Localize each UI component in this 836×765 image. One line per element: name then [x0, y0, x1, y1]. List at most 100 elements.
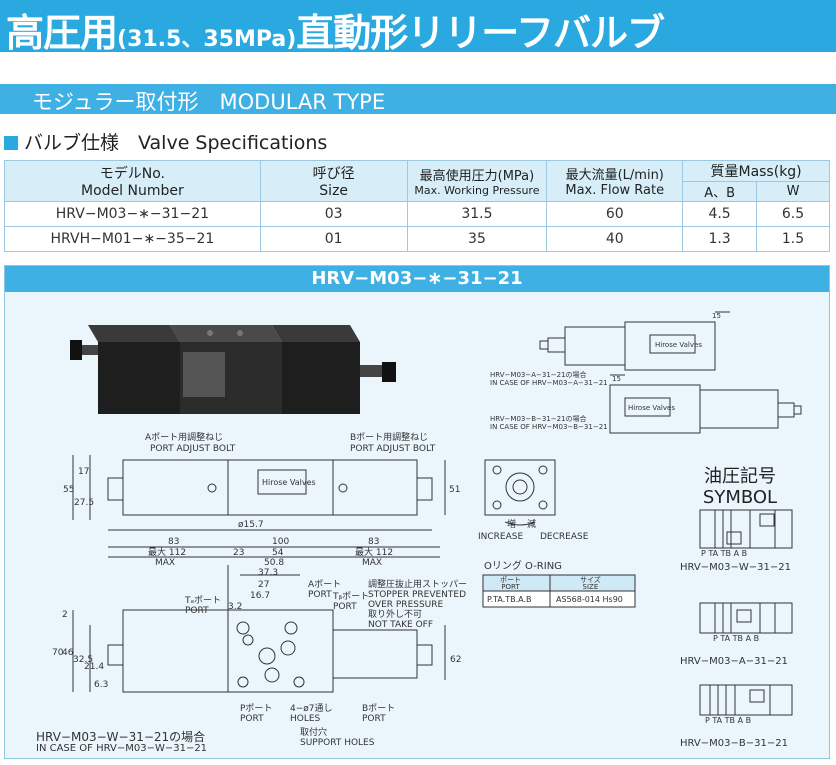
dim-21-4: 21.4 — [84, 662, 105, 672]
dim-16-7: 16.7 — [250, 591, 271, 601]
drawing-title: HRV−M03−∗−31−21 — [5, 266, 829, 292]
dim-2: 2 — [62, 610, 68, 620]
symbol-ports-w: P TA TB A B — [701, 549, 748, 558]
oring-table — [482, 574, 636, 608]
cell-flow: 40 — [546, 226, 684, 252]
valve-photo — [70, 325, 396, 414]
dim-32-5: 32.5 — [73, 655, 94, 665]
dim-6-3: 6.3 — [94, 680, 109, 690]
dim-27-5: 27.5 — [74, 498, 95, 508]
inc-jp: 増 — [507, 520, 517, 530]
a-port-bolt-jp: Aポート用調整ねじ — [145, 433, 224, 443]
cell-pressure: 31.5 — [406, 201, 548, 227]
page-title-bar: 高圧用(31.5、35MPa)直動形リリーフバルブ — [0, 0, 836, 55]
dim-3-2: 3.2 — [228, 602, 243, 612]
dim-55: 55 — [63, 485, 75, 495]
table-row: HRVH−M01−∗−35−21 01 35 40 1.3 1.5 — [4, 226, 830, 252]
spec-heading: バルブ仕様 Valve Specifications — [4, 128, 327, 155]
col-pressure: 最高使用圧力(MPa)Max. Working Pressure — [406, 160, 548, 202]
cell-model: HRVH−M01−∗−35−21 — [4, 226, 261, 252]
dim-max-a: MAX — [155, 558, 176, 568]
oring-title: Oリング O-RING — [484, 561, 562, 572]
front-view — [72, 455, 446, 558]
decrease-label: DECREASE — [540, 532, 589, 542]
oring-row-port: P.TA.TB.A.B — [487, 595, 532, 604]
increase-label: INCREASE — [478, 532, 524, 542]
dim-max-b: MAX — [362, 558, 383, 568]
dim-70: 70 — [52, 648, 64, 658]
dim-23: 23 — [233, 548, 245, 558]
col-mass-ab: A、B — [682, 181, 758, 202]
brand-label-b: Hirose Valves — [628, 404, 675, 412]
section-title: モジュラー取付形 MODULAR TYPE — [32, 90, 386, 114]
symbol-caption-a: HRV−M03−A−31−21 — [680, 656, 788, 667]
dim-17: 17 — [78, 467, 90, 477]
dim-37-3: 37.3 — [258, 568, 279, 578]
col-flow: 最大流量(L/min)Max. Flow Rate — [546, 160, 684, 202]
side-view — [484, 459, 556, 526]
cell-mass-w: 6.5 — [756, 201, 830, 227]
dim-50-8: 50.8 — [264, 558, 285, 568]
square-bullet-icon — [4, 136, 18, 150]
dim-54: 54 — [272, 548, 284, 558]
dim-27: 27 — [258, 580, 270, 590]
case-w-jp: HRV−M03−W−31−21の場合 — [36, 730, 206, 744]
symbol-a — [699, 602, 793, 634]
dim-51: 51 — [449, 485, 461, 495]
plan-view — [72, 565, 446, 693]
page-title: 高圧用(31.5、35MPa)直動形リリーフバルブ — [6, 2, 665, 57]
cell-pressure: 35 — [406, 226, 548, 252]
spec-heading-text: バルブ仕様 Valve Specifications — [24, 132, 328, 154]
section-bar: モジュラー取付形 MODULAR TYPE — [0, 84, 836, 114]
oring-row-size: AS568-014 Hs90 — [556, 595, 623, 604]
col-model: モデルNo.Model Number — [4, 160, 261, 202]
dim-100: 100 — [272, 537, 290, 547]
title-main-b: 直動形リリーフバルブ — [296, 11, 665, 55]
dim-46: 46 — [62, 648, 74, 658]
title-sub: (31.5、35MPa) — [117, 27, 297, 52]
dim-15b: 15 — [612, 375, 621, 383]
elevation-case-a — [539, 311, 730, 371]
brand-label-a: Hirose Valves — [655, 341, 702, 349]
title-main-a: 高圧用 — [6, 11, 118, 55]
col-mass: 質量Mass(kg) — [682, 160, 830, 182]
dim-62: 62 — [450, 655, 462, 665]
dim-max112a: 最大 112 — [148, 548, 187, 558]
dim-max112b: 最大 112 — [355, 548, 394, 558]
dim-15a: 15 — [712, 312, 721, 320]
dec-jp: 減 — [527, 520, 537, 530]
b-port-bolt-jp: Bポート用調整ねじ — [350, 433, 429, 443]
symbol-caption-w: HRV−M03−W−31−21 — [680, 562, 791, 573]
symbol-w — [699, 509, 793, 549]
dim-83a: 83 — [168, 537, 180, 547]
dim-15-7: ø15.7 — [238, 520, 264, 530]
symbol-ports-b: P TA TB A B — [705, 716, 752, 725]
table-row: HRV−M03−∗−31−21 03 31.5 60 4.5 6.5 — [4, 201, 830, 227]
elevation-case-b — [609, 374, 802, 434]
cell-mass-w: 1.5 — [756, 226, 830, 252]
cell-size: 01 — [259, 226, 408, 252]
b-port-bolt-en: PORT ADJUST BOLT — [350, 444, 436, 454]
a-port-bolt-en: PORT ADJUST BOLT — [150, 444, 236, 454]
brand-label: Hirose Valves — [262, 478, 316, 487]
symbol-b — [699, 684, 793, 716]
dim-83b: 83 — [368, 537, 380, 547]
symbol-ports-a: P TA TB A B — [713, 634, 760, 643]
symbol-caption-b: HRV−M03−B−31−21 — [680, 738, 788, 749]
